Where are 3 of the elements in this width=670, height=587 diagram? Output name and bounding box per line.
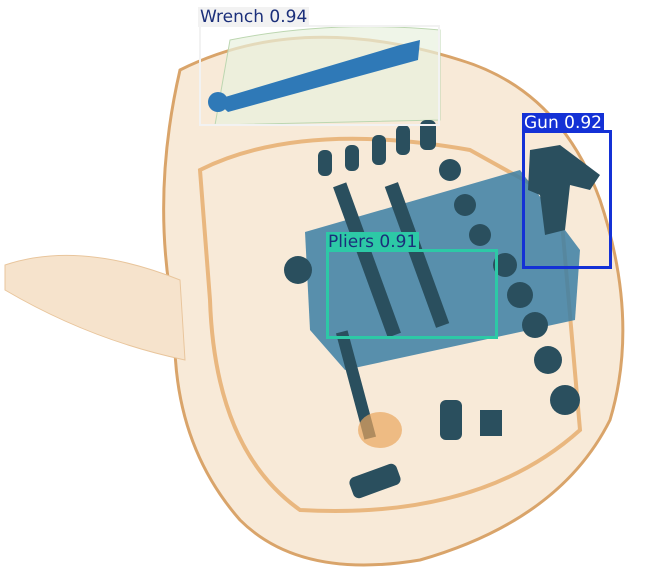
class-label: Wrench 0.94 [198,7,310,27]
class-label: Pliers 0.91 [326,232,420,252]
class-label: Gun 0.92 [522,113,604,133]
